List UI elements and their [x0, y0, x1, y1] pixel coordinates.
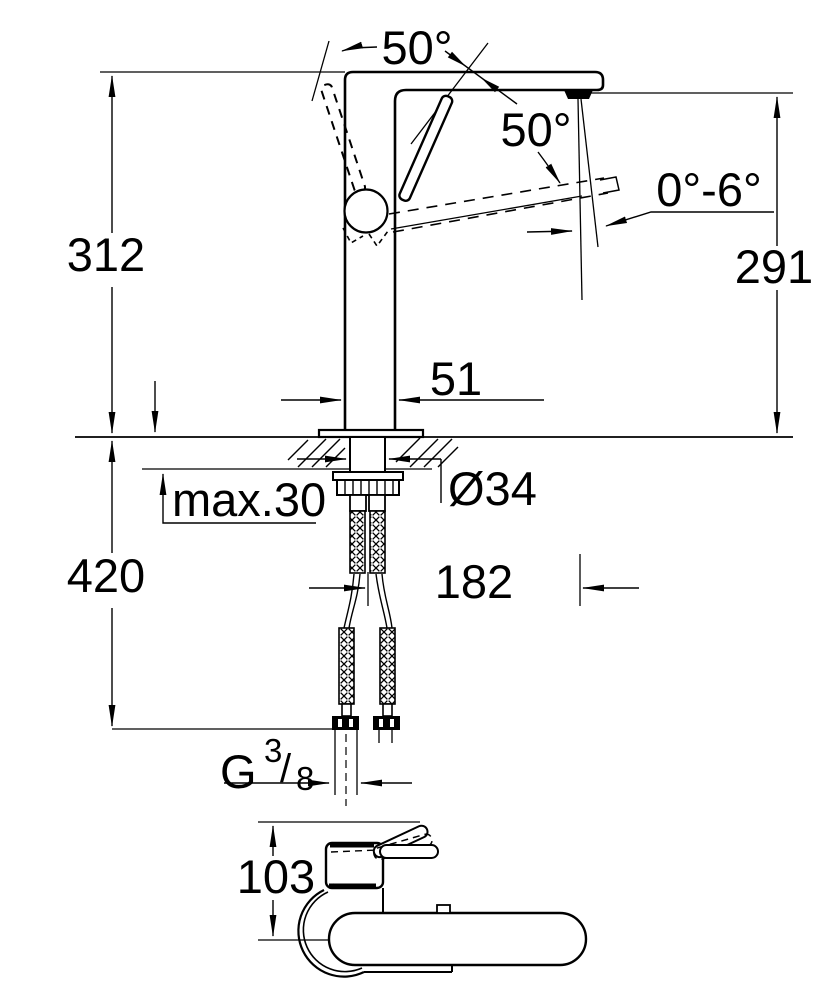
hose-neck-left	[341, 703, 352, 717]
hose-thin-sections	[343, 573, 393, 629]
dim-50deg-arrowhead-b	[481, 77, 500, 93]
spout-outlet-aerator	[564, 90, 593, 99]
dim-spout-projection: 182	[435, 555, 513, 608]
spray-line-0deg	[577, 98, 583, 301]
handle-open-axis-line	[390, 195, 583, 230]
fixing-washer	[332, 471, 404, 481]
union-nut-right	[373, 716, 400, 730]
mounting-shank	[349, 436, 386, 473]
fixing-nut	[336, 479, 400, 496]
handle-axis-left-extension	[311, 40, 330, 102]
dim-spray-angle: 0°-6°	[656, 163, 762, 216]
dim-spray-angle-leader	[605, 211, 774, 227]
dim-max-deck-thickness: max.30	[172, 473, 326, 526]
hose-braid-lower-left	[338, 627, 355, 705]
handle-lever-solid	[398, 94, 454, 202]
dim-body-depth: 103	[237, 850, 315, 903]
handle-dashed-detail	[342, 227, 389, 248]
plan-spout	[327, 911, 588, 967]
dim-thread-label: G 3 / 8	[220, 732, 314, 798]
union-nut-left	[332, 716, 359, 730]
dim-body-width: 51	[430, 352, 482, 405]
handle-pivot-ball	[343, 188, 389, 234]
handle-lever-dashed-horizontal	[388, 176, 620, 233]
hose-fitting-left	[349, 494, 367, 512]
dim-max30-leader	[159, 473, 316, 524]
thread-extension-lines	[334, 730, 393, 795]
dim-height-outlet: 291	[735, 240, 813, 293]
handle-axis-right-extension	[410, 42, 489, 145]
hose-fitting-right	[368, 494, 386, 512]
hose-braid-upper-left	[349, 510, 366, 574]
base-plate	[317, 428, 425, 439]
dim-hose-length: 420	[67, 549, 145, 602]
dim-50deg-left: 50°	[381, 21, 452, 74]
dim-50deg-right: 50°	[500, 103, 571, 156]
dim-50deg-left-arrow	[341, 41, 378, 52]
plan-handle-base-dashed-detail	[330, 849, 380, 888]
plan-spout-detail	[436, 904, 451, 914]
hose-braid-upper-right	[369, 510, 386, 574]
faucet-body-outline	[343, 70, 605, 430]
plan-lever-straight	[379, 844, 439, 859]
plan-handle-base	[324, 841, 385, 890]
plan-body-inner-arc	[302, 891, 363, 973]
plan-body-outer-arc	[297, 889, 365, 978]
plan-view	[297, 824, 588, 978]
spray-line-6deg	[580, 98, 599, 248]
dim-spray-angle-arrow-left	[526, 228, 573, 235]
dim-shank-diameter: Ø34	[448, 462, 537, 515]
hose-neck-right	[382, 703, 393, 717]
hose-braid-lower-right	[379, 627, 396, 705]
dim-50deg-right-leader	[537, 151, 561, 184]
dim-height-total: 312	[67, 228, 145, 281]
dim-50deg-arrowhead-a	[447, 51, 466, 67]
